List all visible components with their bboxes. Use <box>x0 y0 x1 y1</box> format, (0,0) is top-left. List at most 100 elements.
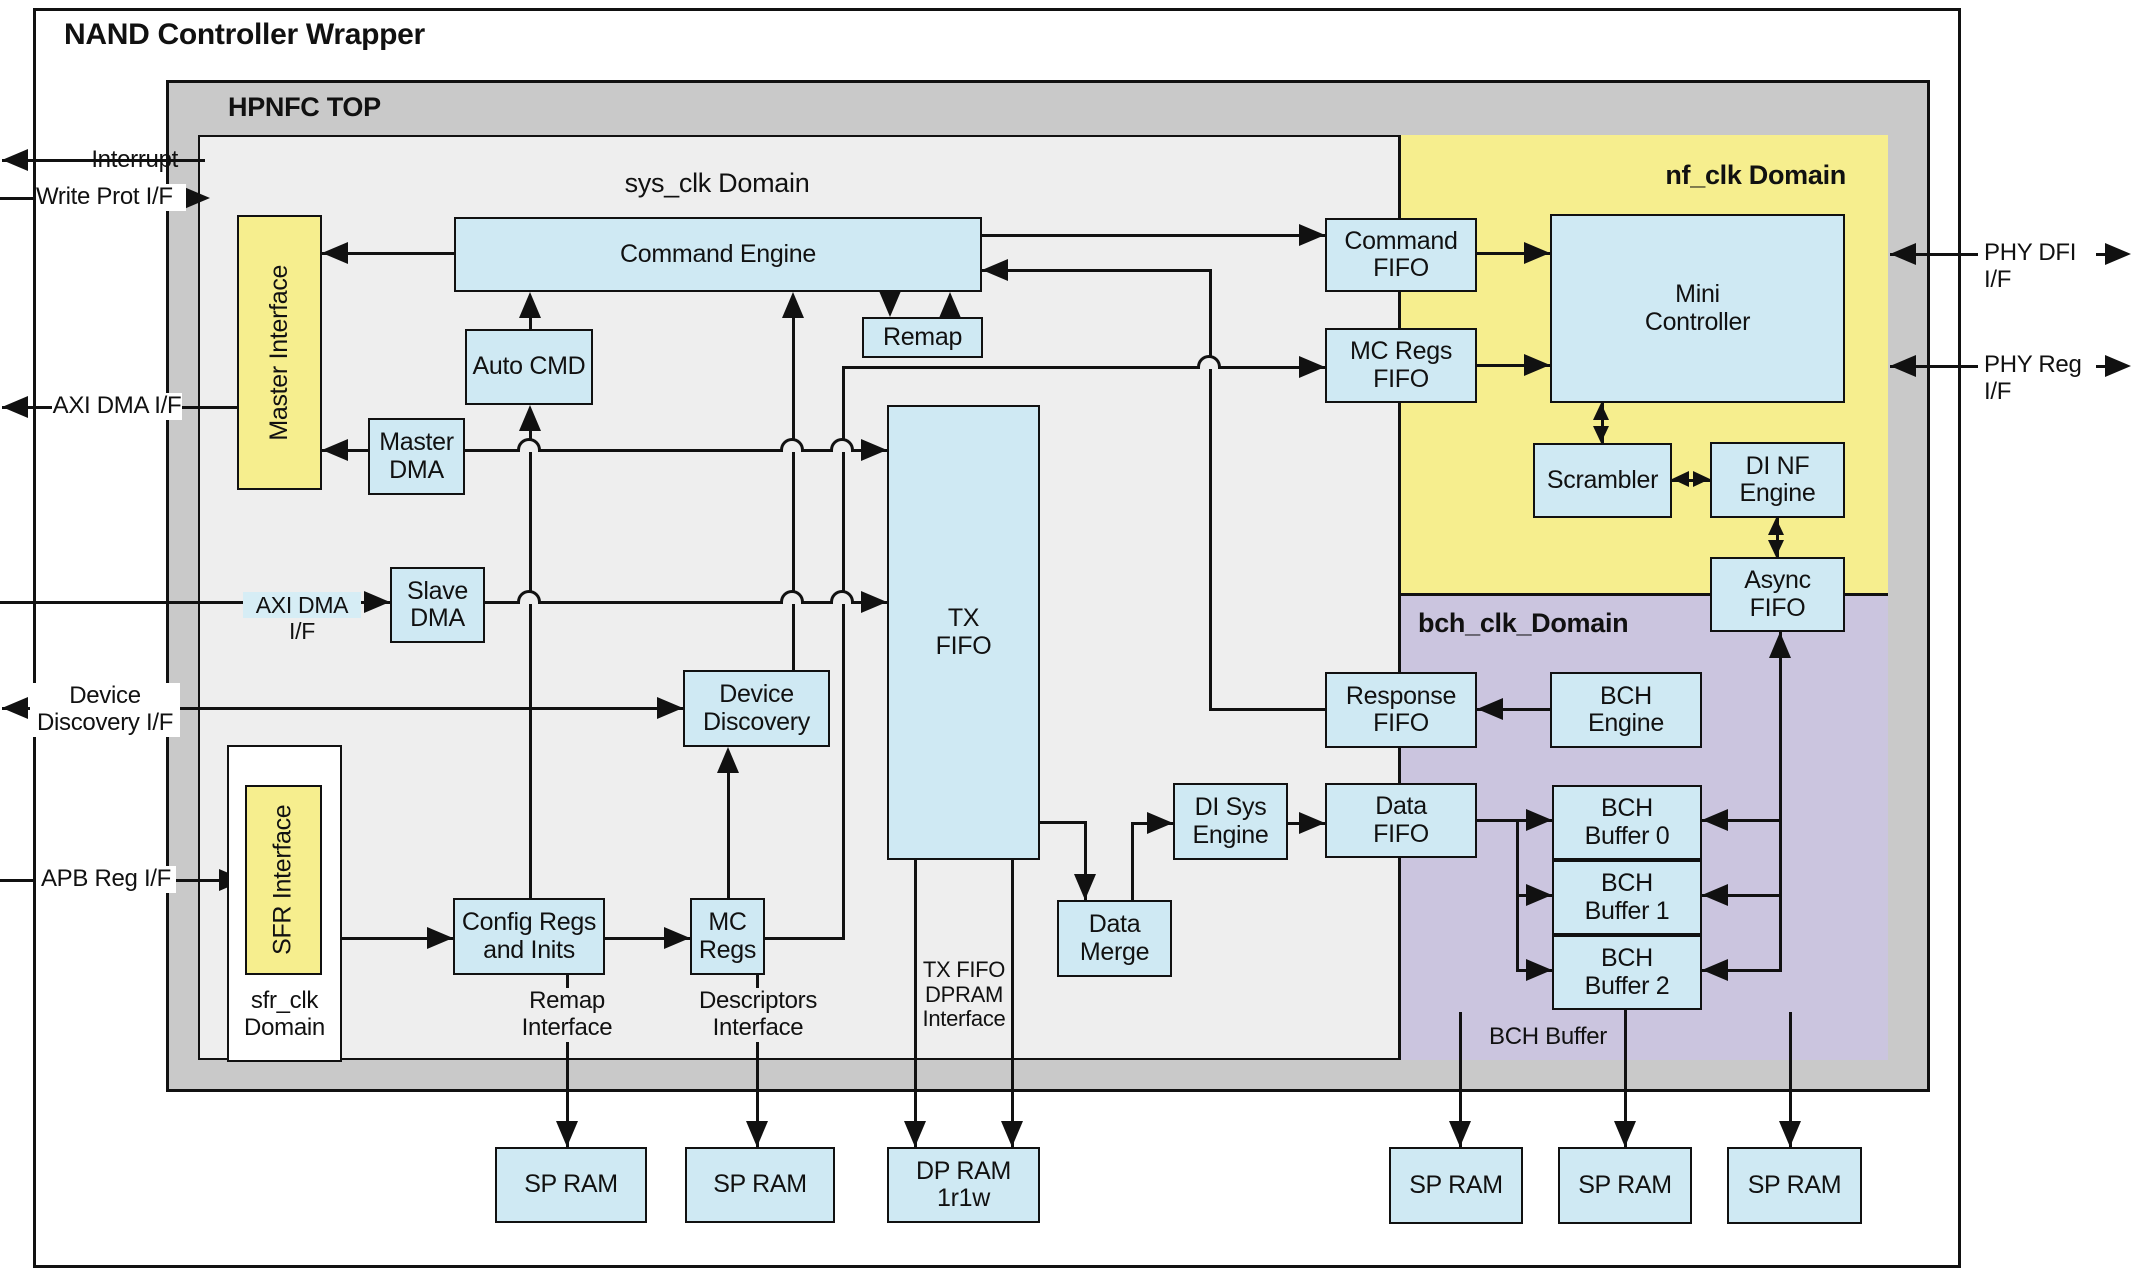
block-di-sys-label1: DI Sys <box>1194 793 1267 821</box>
wire-datafifo-right <box>1477 819 1519 822</box>
arrow-mrfifo-into-mini <box>1524 354 1550 376</box>
ext-interrupt-label: Interrupt <box>91 146 178 173</box>
wire-rstub-b1 <box>1702 894 1781 897</box>
wire-cfifo-to-mini <box>1477 252 1550 255</box>
wire-mcregs-up <box>842 367 845 940</box>
wire-sp-ram-5-drop <box>1789 1012 1792 1147</box>
sp-ram-3-label: SP RAM <box>1409 1170 1503 1199</box>
block-di-nf-label1: DI NF <box>1745 451 1810 480</box>
block-async-fifo-label1: Async <box>1744 566 1811 594</box>
block-response-fifo-label1: Response <box>1345 681 1457 710</box>
tx-dpram-line3: Interface <box>922 1006 1006 1032</box>
block-sp-ram-5: SP RAM <box>1727 1147 1862 1224</box>
wire-phy-reg <box>1890 365 1978 368</box>
wire-sfr-to-config <box>322 937 453 940</box>
hop-busB-x843 <box>830 590 854 604</box>
arrow-into-scrambler-right <box>1672 471 1689 487</box>
wire-sp-ram-3-drop <box>1459 1012 1462 1147</box>
ext-dd-line1: Device <box>69 682 141 709</box>
block-master-interface-label: Master Interface <box>264 264 293 441</box>
wire-phy-dfi <box>1890 253 1978 256</box>
descriptors-line2: Interface <box>712 1013 804 1041</box>
arrow-into-di-sys <box>1147 812 1173 834</box>
block-async-fifo-label2: FIFO <box>1749 593 1806 622</box>
block-bch-buffer1-label1: BCH <box>1601 869 1653 897</box>
arrow-phy-reg-out <box>2105 355 2131 377</box>
wire-bus-b <box>485 601 887 604</box>
dp-ram-label2: 1r1w <box>937 1184 990 1212</box>
wire-txfifo-right <box>1040 821 1087 824</box>
bch-buffer-area-label: BCH Buffer <box>1489 1023 1607 1050</box>
arrow-into-buffer0 <box>1526 809 1552 831</box>
block-bch-buffer0-label1: BCH <box>1601 794 1653 822</box>
block-auto-cmd-label: Auto CMD <box>472 352 586 381</box>
block-data-merge-label2: Merge <box>1079 937 1150 966</box>
wire-devdisc-to-ce <box>792 314 795 670</box>
arrow-into-scrambler-top <box>1593 426 1609 443</box>
wire-bus-a <box>465 449 887 452</box>
block-response-fifo-label2: FIFO <box>1373 709 1429 737</box>
block-tx-fifo-label1: TX <box>947 604 980 632</box>
sys-clk-domain-label: sys_clk Domain <box>624 168 810 198</box>
block-data-fifo-label2: FIFO <box>1373 819 1429 848</box>
wire-bch-to-response <box>1477 708 1550 711</box>
axi-dma-inner-label: AXI DMA I/F <box>243 592 361 644</box>
arrow-bus-b-into-txfifo <box>861 591 887 613</box>
block-sp-ram-3: SP RAM <box>1389 1147 1523 1224</box>
wire-mcregs-right <box>765 937 845 940</box>
wire-txfifo-down <box>1084 821 1087 900</box>
wire-dinf-async <box>1776 518 1779 557</box>
block-slave-dma-label2: DMA <box>410 604 465 632</box>
block-master-dma-label2: DMA <box>389 455 444 484</box>
ext-phy-dfi-label: PHY DFI I/F <box>1984 239 2077 293</box>
wire-config-to-mcregs <box>605 937 690 940</box>
ext-dd-line2: Discovery I/F <box>36 708 174 736</box>
arrow-interrupt-out <box>2 149 28 171</box>
block-command-engine-label: Command Engine <box>620 239 816 268</box>
bch-clk-domain-label: bch_clk_Domain <box>1418 608 1629 638</box>
wire-response-to-return <box>1209 708 1325 711</box>
arrow-into-data-merge <box>1074 874 1096 900</box>
arrow-into-mcregs <box>664 927 690 949</box>
arrow-into-master-if-bottom <box>322 439 348 461</box>
ext-write-prot-label: Write Prot I/F <box>36 183 186 211</box>
arrow-into-command-fifo <box>1299 224 1325 246</box>
nf-clk-domain-label: nf_clk Domain <box>1665 160 1846 190</box>
wire-rstub-b2 <box>1702 969 1781 972</box>
arrow-into-async-bottom <box>1769 632 1791 658</box>
wire-sp-ram-4-drop <box>1624 1010 1627 1147</box>
arrow-phy-dfi-out <box>2105 243 2131 265</box>
wire-mini-scrambler <box>1601 403 1604 443</box>
wire-device-discovery <box>2 707 683 710</box>
arrow-remap-into-ce <box>939 292 961 318</box>
block-bch-buffer1-label2: Buffer 1 <box>1584 896 1670 925</box>
block-sp-ram-2: SP RAM <box>685 1147 835 1223</box>
wrapper-title: NAND Controller Wrapper <box>64 18 425 51</box>
wire-ce-to-master-if <box>300 252 454 255</box>
wire-async-buffers <box>1779 632 1782 972</box>
wire-mcregs-to-devdisc <box>727 769 730 898</box>
dp-ram-label1: DP RAM <box>916 1156 1011 1185</box>
arrow-into-sp-ram-3 <box>1449 1121 1471 1147</box>
arrow-into-mini-bottom <box>1593 403 1609 420</box>
block-scrambler: Scrambler <box>1533 443 1672 518</box>
tx-dpram-line1: TX FIFO <box>922 957 1006 982</box>
arrow-bus-a-into-txfifo <box>861 439 887 461</box>
block-mc-regs-label2: Regs <box>698 935 757 964</box>
wire-descriptors-drop <box>756 975 759 1147</box>
arrow-into-buffer2-right <box>1702 959 1728 981</box>
hpnfc-title: HPNFC TOP <box>228 92 381 122</box>
wire-ce-to-command-fifo <box>982 234 1325 237</box>
